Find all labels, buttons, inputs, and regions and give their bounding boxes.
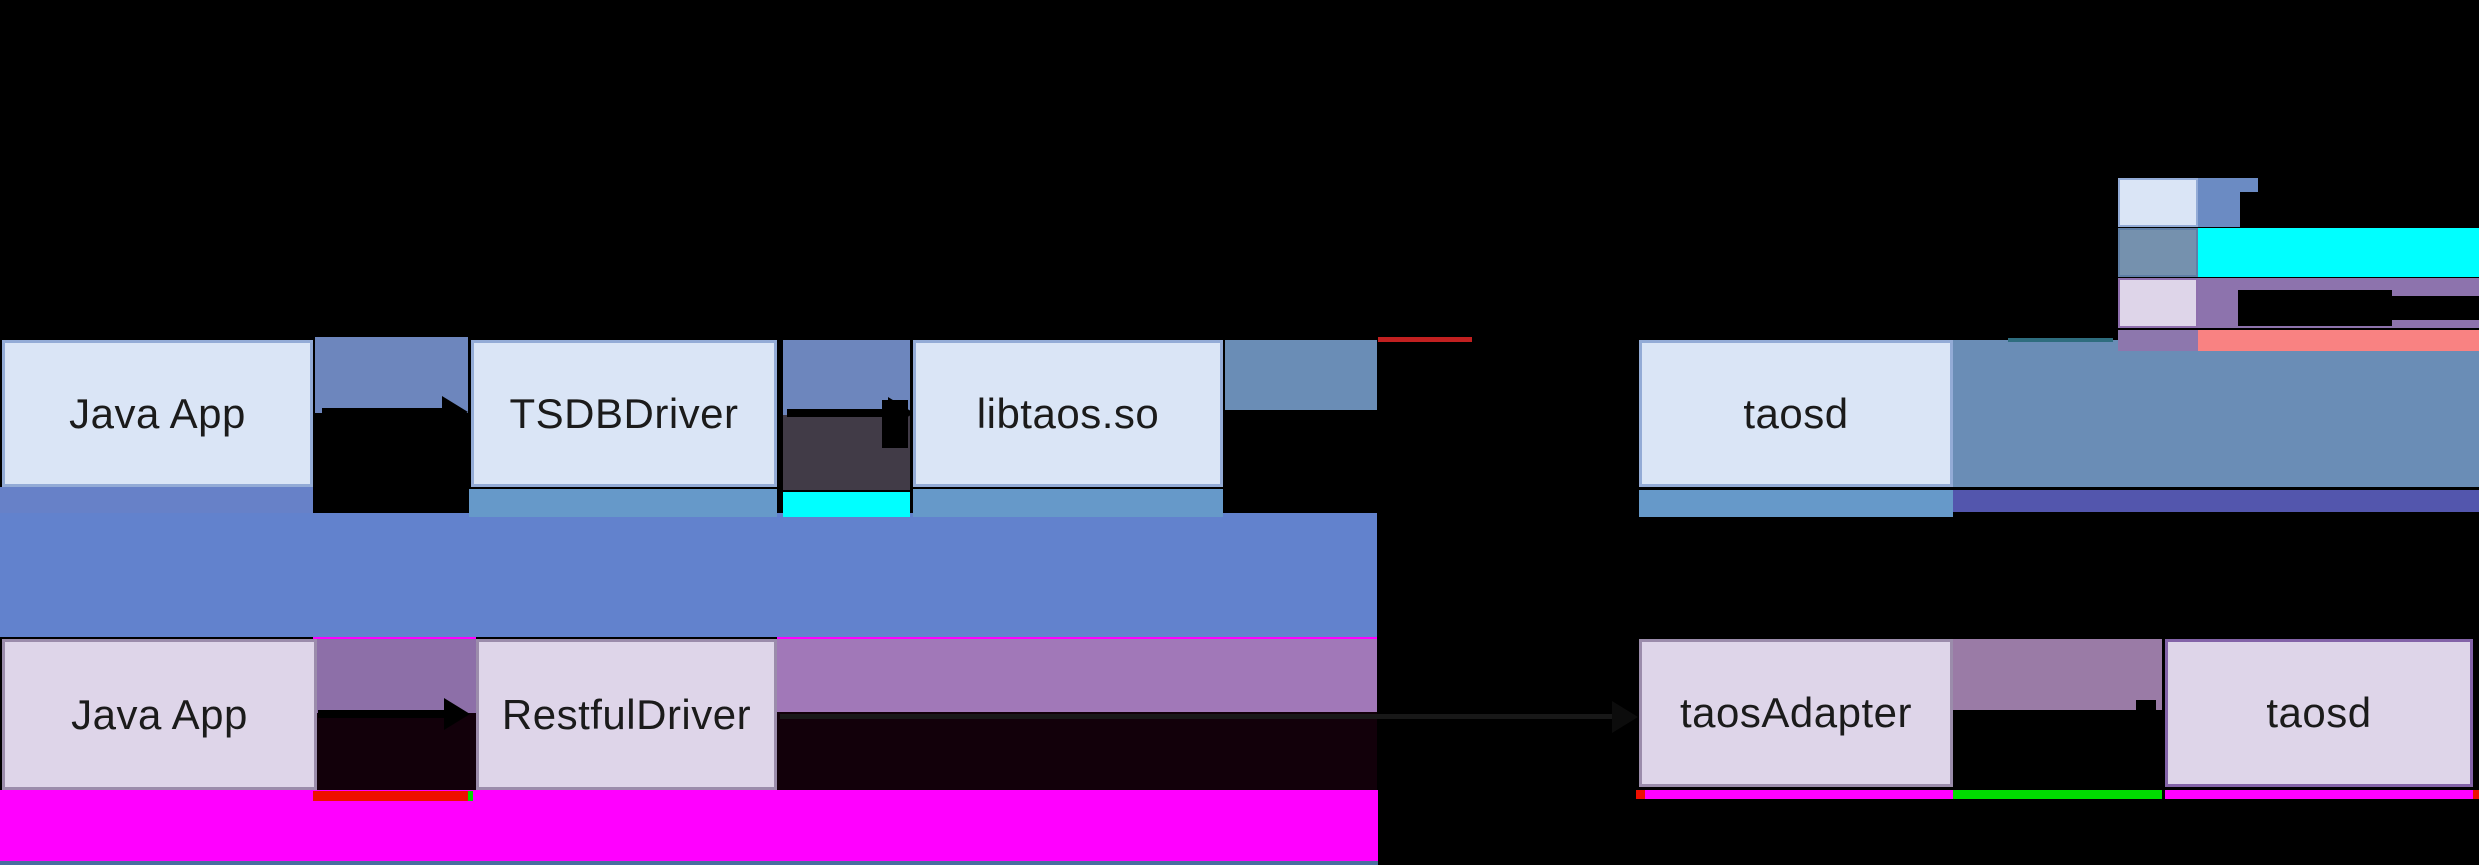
box-libtaos-label: libtaos.so	[976, 389, 1160, 437]
r2-arrow1-head	[444, 698, 470, 730]
bottom-blue-strip	[0, 861, 1378, 865]
strip-cyan-under-connector	[783, 492, 910, 517]
r1-arrow2-head	[888, 397, 914, 429]
legend-label-fragment-1b	[2258, 178, 2272, 198]
r1-red-line	[1378, 337, 1472, 342]
r2-arrow3-line	[1958, 712, 2136, 719]
r2-red-underline	[313, 791, 468, 801]
box-taosd-native: taosd	[1639, 340, 1953, 487]
legend-stripe-salmon	[2198, 330, 2479, 351]
legend-swatch-purple-dark	[2118, 330, 2198, 351]
box-java-app-native-label: Java App	[69, 389, 246, 437]
strip-under-javaapp	[0, 487, 313, 513]
box-restfuldriver: RestfulDriver	[476, 639, 777, 790]
rest-purple-band-magenta-edge	[777, 637, 1377, 639]
r1-arrow1-head	[442, 396, 468, 428]
strip-green-under-connector	[1953, 790, 2162, 799]
box-libtaos: libtaos.so	[913, 340, 1223, 487]
r1-connector1-bottom	[315, 413, 468, 513]
r2-arrow2-line	[780, 714, 1625, 719]
strip-under-tsdbdriver	[469, 489, 777, 517]
strip-magenta-under-taosd	[2165, 790, 2473, 799]
r1-steel-segment	[1225, 340, 1377, 410]
adapter-red-sliver	[1636, 790, 1645, 799]
legend-stripe-cyan	[2198, 228, 2479, 277]
legend-swatch-steel	[2118, 228, 2198, 277]
rest-purple-band	[777, 639, 1377, 712]
box-taosadapter-label: taosAdapter	[1680, 689, 1912, 736]
r2-connector2-top	[1953, 639, 2162, 710]
r2-green-sliver	[468, 791, 473, 801]
right-steel-band	[1953, 340, 2479, 487]
legend-swatch-box-blue	[2118, 178, 2198, 227]
legend-label-fragment-3b	[2392, 296, 2479, 320]
legend-swatch-purple-light	[2118, 278, 2198, 328]
r1-arrow3-head	[1610, 397, 1636, 429]
right-red-sliver	[2473, 790, 2479, 799]
box-java-app-native: Java App	[2, 340, 313, 487]
jvm-blue-band	[0, 513, 1377, 637]
box-java-app-rest: Java App	[2, 639, 317, 790]
box-tsdbdriver: TSDBDriver	[471, 340, 777, 487]
strip-magenta-under-taosadapter	[1645, 790, 1953, 799]
right-indigo-strip	[1953, 490, 2479, 512]
box-taosd-rest: taosd	[2165, 639, 2473, 787]
box-java-app-rest-label: Java App	[71, 690, 248, 738]
rest-band-dark-below	[777, 712, 1377, 790]
strip-under-taosd	[1639, 490, 1953, 517]
box-taosd-native-label: taosd	[1743, 389, 1849, 437]
r1-arrow3-line	[1380, 410, 1612, 416]
box-tsdbdriver-label: TSDBDriver	[509, 389, 739, 437]
r1-arrow1-line	[322, 408, 444, 416]
box-taosadapter: taosAdapter	[1639, 639, 1953, 787]
legend-teal-line	[2008, 338, 2113, 342]
legend-label-fragment-3a	[2238, 290, 2392, 326]
magenta-band	[0, 790, 1378, 861]
box-taosd-rest-label: taosd	[2266, 689, 2372, 736]
strip-under-libtaos	[913, 489, 1223, 517]
r1-arrow2-line	[787, 409, 887, 417]
r2-arrow1-line	[318, 710, 448, 718]
box-restfuldriver-label: RestfulDriver	[501, 690, 752, 738]
r2-arrow3-head	[2140, 700, 2166, 732]
r2-connector1-magenta-edge	[313, 637, 476, 639]
r2-arrow2-head	[1612, 701, 1638, 733]
